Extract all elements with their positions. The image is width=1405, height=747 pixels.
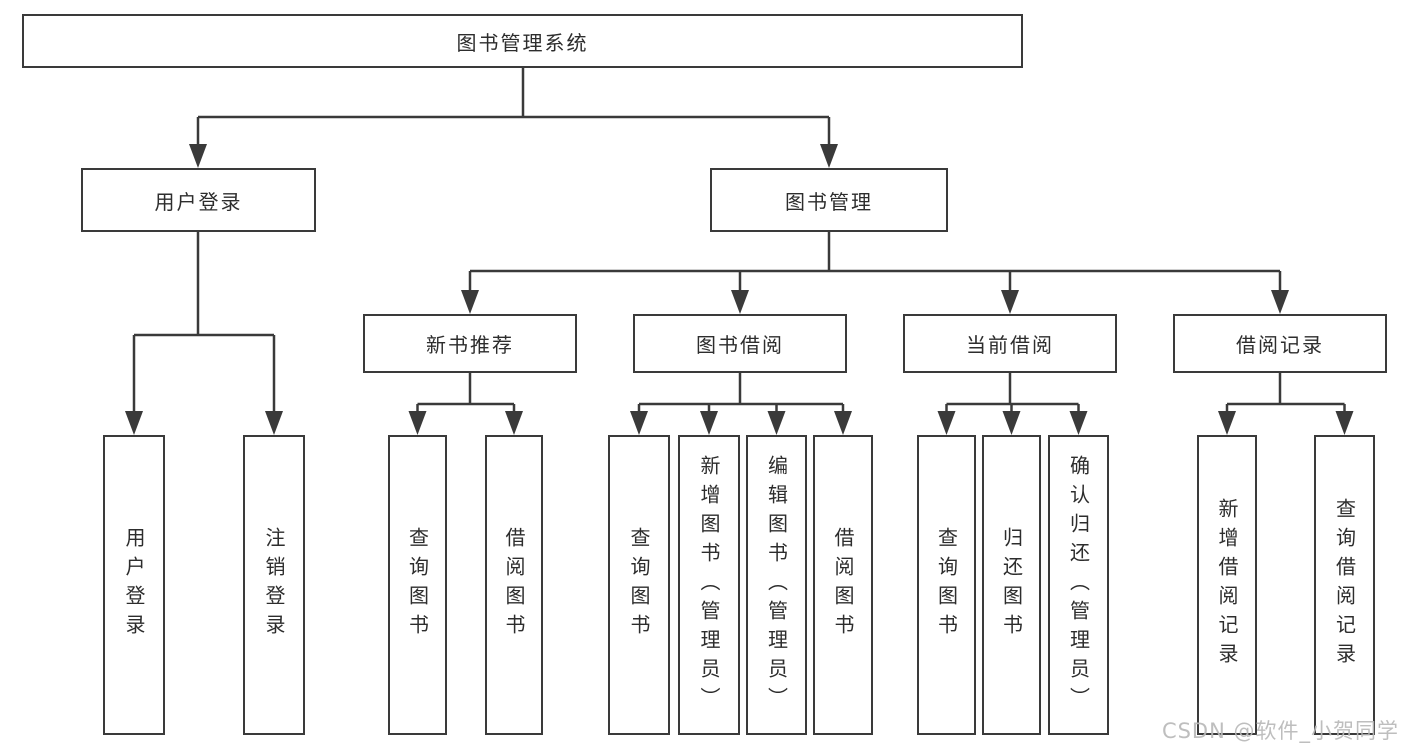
node-current-borrowing: 当前借阅 [903, 314, 1117, 373]
node-new-book-recommend: 新书推荐 [363, 314, 577, 373]
leaf-add-books-admin: 新增图书（管理员） [678, 435, 740, 735]
leaf-borrow-books: 借阅图书 [813, 435, 873, 735]
leaf-confirm-return-admin: 确认归还（管理员） [1048, 435, 1109, 735]
node-book-management: 图书管理 [710, 168, 948, 232]
leaf-borrow-books-recommend: 借阅图书 [485, 435, 543, 735]
node-root: 图书管理系统 [22, 14, 1023, 68]
leaf-query-books-borrowing: 查询图书 [608, 435, 670, 735]
leaf-logout: 注销登录 [243, 435, 305, 735]
leaf-query-books-recommend: 查询图书 [388, 435, 447, 735]
leaf-query-books-current: 查询图书 [917, 435, 976, 735]
node-user-login: 用户登录 [81, 168, 316, 232]
csdn-watermark: CSDN @软件_小贺同学 [1161, 719, 1399, 743]
node-borrowing-records: 借阅记录 [1173, 314, 1387, 373]
leaf-edit-books-admin: 编辑图书（管理员） [746, 435, 807, 735]
leaf-user-login: 用户登录 [103, 435, 165, 735]
leaf-return-books: 归还图书 [982, 435, 1041, 735]
leaf-query-borrow-record: 查询借阅记录 [1314, 435, 1375, 735]
leaf-add-borrow-record: 新增借阅记录 [1197, 435, 1257, 735]
node-book-borrowing: 图书借阅 [633, 314, 847, 373]
arrowheads [125, 144, 1354, 435]
